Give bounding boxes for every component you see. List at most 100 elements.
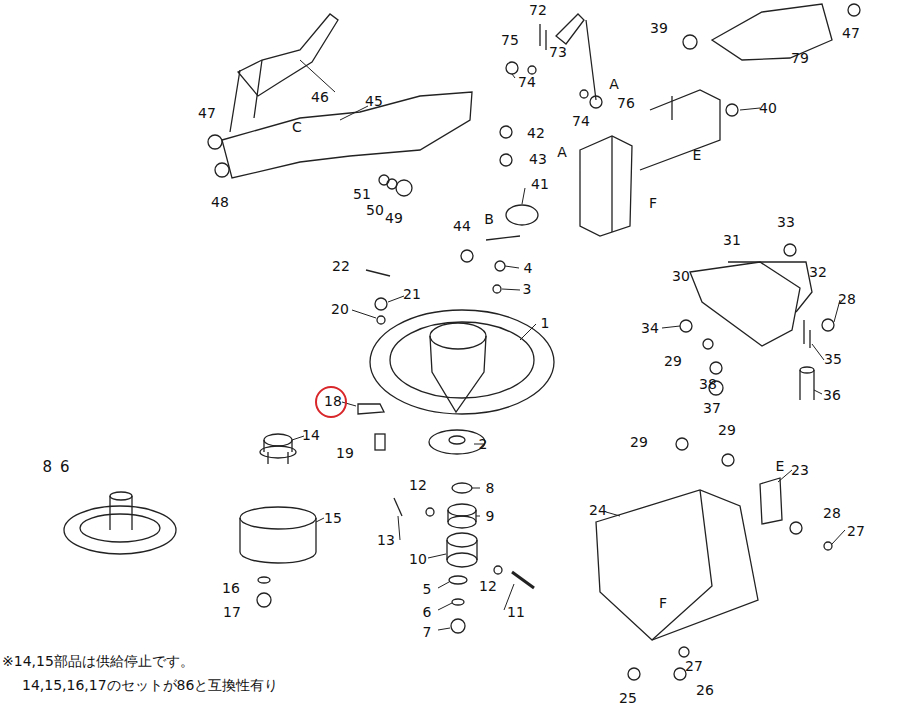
belt-cover	[222, 92, 472, 178]
callout-number: 74	[572, 114, 590, 128]
callout-number: 74	[518, 75, 536, 89]
callout-number: 75	[501, 33, 519, 47]
nut	[676, 438, 688, 450]
callout-number: 5	[423, 582, 432, 596]
leader-lines	[292, 60, 845, 630]
pin	[394, 498, 402, 516]
washer	[703, 339, 713, 349]
callout-number: 51	[353, 187, 371, 201]
nut	[784, 244, 796, 256]
callout-number: 43	[529, 152, 547, 166]
bracket	[358, 404, 384, 414]
bearing	[448, 516, 476, 528]
brake-pad	[728, 262, 812, 312]
note-text: ※14,15部品は供給停止です。	[2, 654, 194, 668]
callout-number: C	[292, 120, 302, 134]
washer	[426, 508, 434, 516]
callout-number: 33	[777, 215, 795, 229]
callout-number: 29	[630, 435, 648, 449]
callout-number: 16	[222, 581, 240, 595]
bolt	[683, 35, 697, 49]
nut	[451, 619, 465, 633]
pin	[804, 320, 810, 348]
callout-number: 13	[377, 533, 395, 547]
drum	[240, 518, 316, 552]
callout-number: 12	[409, 478, 427, 492]
callout-number: 42	[527, 126, 545, 140]
disc	[370, 310, 554, 414]
nut	[722, 454, 734, 466]
bolt	[500, 126, 512, 138]
callout-number: 39	[650, 21, 668, 35]
bracket-edge	[652, 490, 712, 640]
callout-number: E	[776, 459, 785, 473]
callout-number: 20	[331, 302, 349, 316]
bolt	[461, 250, 473, 262]
washer	[824, 542, 832, 550]
callout-number: 9	[486, 509, 495, 523]
callout-number: 40	[759, 101, 777, 115]
pulley	[80, 514, 160, 542]
callout-number: 3	[523, 282, 532, 296]
callout-number: 19	[336, 446, 354, 460]
cover	[712, 4, 832, 60]
callout-number: 27	[685, 659, 703, 673]
note-text: 14,15,16,17のセットが86と互換性有り	[22, 678, 278, 692]
callout-number: 46	[311, 90, 329, 104]
callout-number: 11	[507, 605, 525, 619]
callout-number: B	[484, 212, 494, 226]
callout-number: 12	[479, 579, 497, 593]
callout-number: 6	[423, 605, 432, 619]
bolt	[375, 434, 385, 450]
bolt	[215, 163, 229, 177]
callout-number: 28	[823, 506, 841, 520]
washer	[710, 362, 722, 374]
callout-number: 29	[718, 423, 736, 437]
pulley-hub	[110, 492, 132, 500]
arm	[506, 205, 538, 225]
callout-number: 28	[838, 292, 856, 306]
callout-number: 26	[696, 683, 714, 697]
rod-end	[556, 14, 584, 44]
callout-number: F	[659, 596, 667, 610]
callout-number: 17	[223, 605, 241, 619]
belt-cover-edge	[230, 60, 262, 132]
callout-number: E	[693, 148, 702, 162]
washer	[528, 66, 536, 74]
roller	[800, 367, 814, 373]
bearing	[448, 504, 476, 516]
callout-number: 7	[423, 625, 432, 639]
bolt	[848, 4, 860, 16]
washer	[377, 316, 385, 324]
bolt	[790, 522, 802, 534]
callout-number: 21	[403, 287, 421, 301]
nut	[506, 62, 518, 74]
bracket	[596, 490, 758, 640]
callout-number: 47	[198, 106, 216, 120]
callout-number: F	[649, 196, 657, 210]
callout-number: 30	[672, 269, 690, 283]
washer	[258, 577, 270, 583]
drum	[240, 552, 316, 563]
roller	[800, 370, 814, 400]
callout-number: 72	[529, 3, 547, 17]
washer	[580, 90, 588, 98]
cup	[260, 446, 296, 458]
callout-number: 49	[385, 211, 403, 225]
callout-number: 22	[332, 259, 350, 273]
hub-cone	[430, 336, 486, 412]
nut	[396, 180, 412, 196]
callout-number: 73	[549, 45, 567, 59]
frame-edge	[612, 96, 672, 232]
callout-number: 14	[302, 428, 320, 442]
bolt	[674, 668, 686, 680]
cup	[264, 434, 292, 446]
callout-number: 44	[453, 219, 471, 233]
collar	[447, 553, 477, 567]
washer	[449, 576, 467, 584]
callout-number: 45	[365, 94, 383, 108]
drum	[240, 507, 316, 529]
rod	[586, 20, 596, 100]
tensioner	[690, 262, 800, 346]
nut	[590, 96, 602, 108]
